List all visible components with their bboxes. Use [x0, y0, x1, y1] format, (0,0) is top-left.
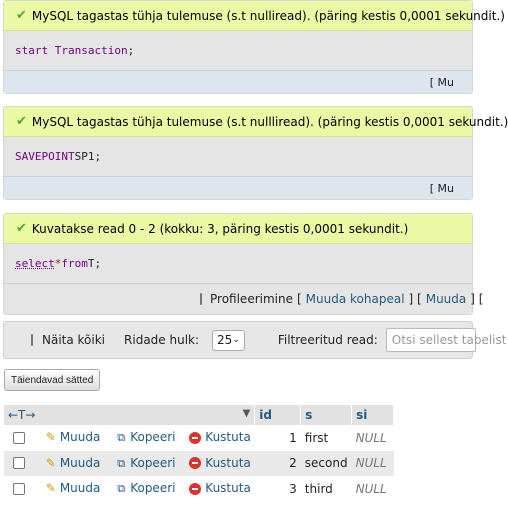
- column-header-s[interactable]: s: [300, 405, 353, 425]
- sql-query[interactable]: select * from T;: [4, 244, 472, 284]
- profiling-checkbox[interactable]: [200, 293, 202, 305]
- copy-row-button[interactable]: ⧉Kopeeri: [114, 481, 175, 495]
- pencil-icon: ✎: [45, 430, 56, 445]
- cell-s[interactable]: second: [300, 450, 352, 476]
- copy-row-button[interactable]: ⧉Kopeeri: [114, 456, 175, 470]
- row-checkbox[interactable]: [13, 431, 25, 444]
- results-toolbar: Näita kõiki Ridade hulk: 25 ⌄ Filtreerit…: [3, 321, 506, 359]
- sql-query[interactable]: start Transaction;: [4, 31, 472, 71]
- sort-arrow-icon[interactable]: ←T→: [8, 408, 36, 422]
- row-count-label: Ridade hulk:: [124, 333, 200, 347]
- delete-icon: [189, 431, 202, 444]
- row-count-select[interactable]: 25 ⌄: [212, 329, 245, 351]
- filter-input[interactable]: Otsi sellest tabelist: [385, 328, 506, 352]
- query-actions: [ Mu: [4, 71, 472, 93]
- cell-s[interactable]: third: [300, 476, 352, 502]
- check-icon: ✔: [16, 221, 27, 236]
- edit-inline-link[interactable]: Muuda kohapeal: [305, 292, 405, 306]
- table-row: ✎Muuda ⧉Kopeeri Kustuta 1 first NULL: [4, 425, 394, 451]
- edit-row-button[interactable]: ✎Muuda: [45, 455, 101, 470]
- extra-options-button[interactable]: Täiendavad sätted: [4, 369, 101, 391]
- cell-si[interactable]: NULL: [351, 425, 394, 451]
- column-header-id[interactable]: id: [254, 405, 302, 425]
- row-checkbox[interactable]: [13, 482, 25, 495]
- column-header-si[interactable]: si: [351, 405, 395, 425]
- filter-label: Filtreeritud read:: [277, 333, 378, 347]
- copy-icon: ⧉: [117, 431, 126, 445]
- sql-query[interactable]: SAVEPOINT SP1;: [4, 137, 472, 177]
- success-message: ✔ MySQL tagastas tühja tulemuse (s.t nul…: [4, 107, 508, 137]
- profiling-bar: Profileerimine [ Muuda kohapeal ] [ Muud…: [4, 284, 483, 314]
- delete-icon: [189, 482, 202, 495]
- table-row: ✎Muuda ⧉Kopeeri Kustuta 2 second NULL: [4, 450, 394, 476]
- cell-id[interactable]: 1: [254, 425, 301, 451]
- result-block-2: ✔ MySQL tagastas tühja tulemuse (s.t nul…: [3, 106, 508, 200]
- cell-si[interactable]: NULL: [351, 476, 394, 502]
- cell-si[interactable]: NULL: [351, 450, 394, 476]
- copy-row-button[interactable]: ⧉Kopeeri: [114, 430, 175, 444]
- cell-id[interactable]: 2: [254, 450, 301, 476]
- show-all-checkbox[interactable]: [31, 334, 33, 346]
- pencil-icon: ✎: [45, 481, 56, 496]
- edit-link[interactable]: Muuda: [425, 292, 467, 306]
- copy-icon: ⧉: [117, 482, 126, 496]
- edit-row-button[interactable]: ✎Muuda: [45, 481, 101, 496]
- success-message: ✔ MySQL tagastas tühja tulemuse (s.t nul…: [4, 1, 505, 31]
- show-all-label: Näita kõiki: [42, 333, 106, 347]
- cell-s[interactable]: first: [300, 425, 352, 451]
- query-actions-link[interactable]: [ Mu: [429, 181, 454, 195]
- cell-id[interactable]: 3: [254, 476, 301, 502]
- delete-row-button[interactable]: Kustuta: [189, 456, 251, 470]
- result-block-1: ✔ MySQL tagastas tühja tulemuse (s.t nul…: [3, 0, 505, 94]
- success-message: ✔ Kuvatakse read 0 - 2 (kokku: 3, päring…: [4, 214, 472, 244]
- chevron-down-icon: ⌄: [232, 335, 240, 345]
- copy-icon: ⧉: [117, 456, 126, 470]
- result-block-3: ✔ Kuvatakse read 0 - 2 (kokku: 3, päring…: [3, 213, 483, 315]
- chevron-down-icon[interactable]: ▼: [242, 408, 251, 419]
- check-icon: ✔: [16, 8, 27, 23]
- pencil-icon: ✎: [45, 455, 56, 470]
- table-nav-header: ←T→ ▼: [4, 405, 256, 425]
- profiling-label: Profileerimine: [210, 292, 293, 306]
- row-checkbox[interactable]: [13, 457, 25, 470]
- edit-row-button[interactable]: ✎Muuda: [45, 430, 101, 445]
- table-row: ✎Muuda ⧉Kopeeri Kustuta 3 third NULL: [4, 476, 394, 502]
- delete-icon: [189, 457, 202, 470]
- check-icon: ✔: [16, 114, 27, 129]
- delete-row-button[interactable]: Kustuta: [189, 430, 251, 444]
- query-actions: [ Mu: [4, 177, 472, 199]
- query-actions-link[interactable]: [ Mu: [429, 75, 454, 89]
- results-table: ←T→ ▼ id s si ✎Muuda ⧉Kopeeri Kustuta 1 …: [4, 405, 395, 502]
- delete-row-button[interactable]: Kustuta: [189, 481, 251, 495]
